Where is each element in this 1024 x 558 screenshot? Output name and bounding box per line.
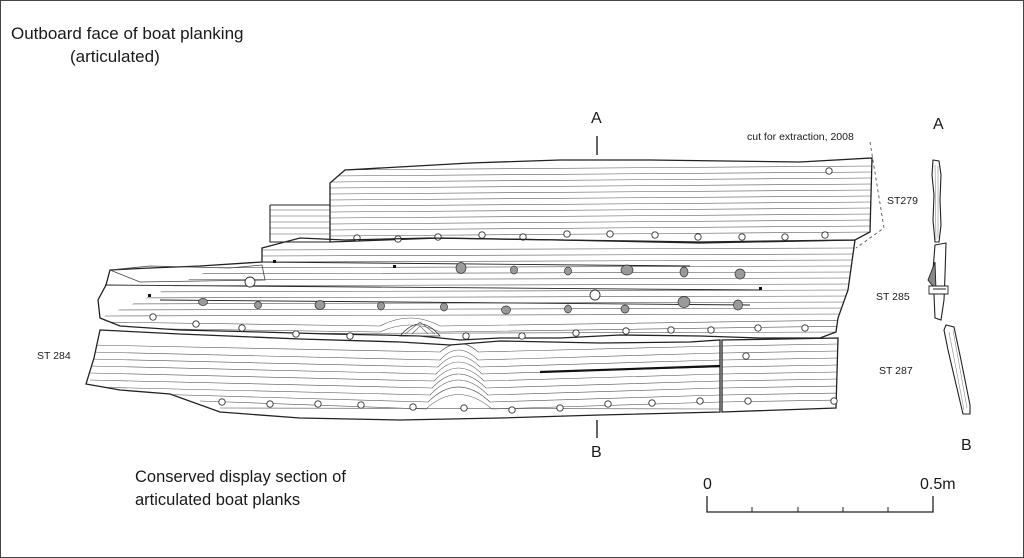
scale-bar-end-label: 0.5m (920, 476, 956, 493)
caption-line1: Conserved display section of (135, 468, 346, 486)
plank-label-st285: ST 285 (876, 291, 910, 303)
plank-st284 (85, 329, 721, 421)
cut-line (855, 141, 885, 249)
profile-marker-a: A (933, 116, 944, 133)
figure-title-line1: Outboard face of boat planking (11, 24, 244, 43)
plank-st287 (721, 337, 839, 413)
caption-line2: articulated boat planks (135, 491, 301, 509)
profile-marker-b: B (961, 437, 972, 454)
section-marker-a: A (591, 110, 602, 127)
plank-label-st287: ST 287 (879, 365, 913, 377)
scale-bar (706, 496, 934, 513)
scale-bar-start-label: 0 (703, 476, 712, 493)
plank-st285 (97, 237, 856, 341)
section-marker-b: B (591, 444, 602, 461)
plank-st279 (269, 157, 873, 243)
section-profile (927, 159, 971, 415)
plank-label-st284: ST 284 (37, 350, 71, 362)
cut-annotation: cut for extraction, 2008 (747, 131, 854, 143)
figure-title-line2: (articulated) (70, 47, 160, 66)
plank-label-st279: ST279 (887, 195, 918, 207)
